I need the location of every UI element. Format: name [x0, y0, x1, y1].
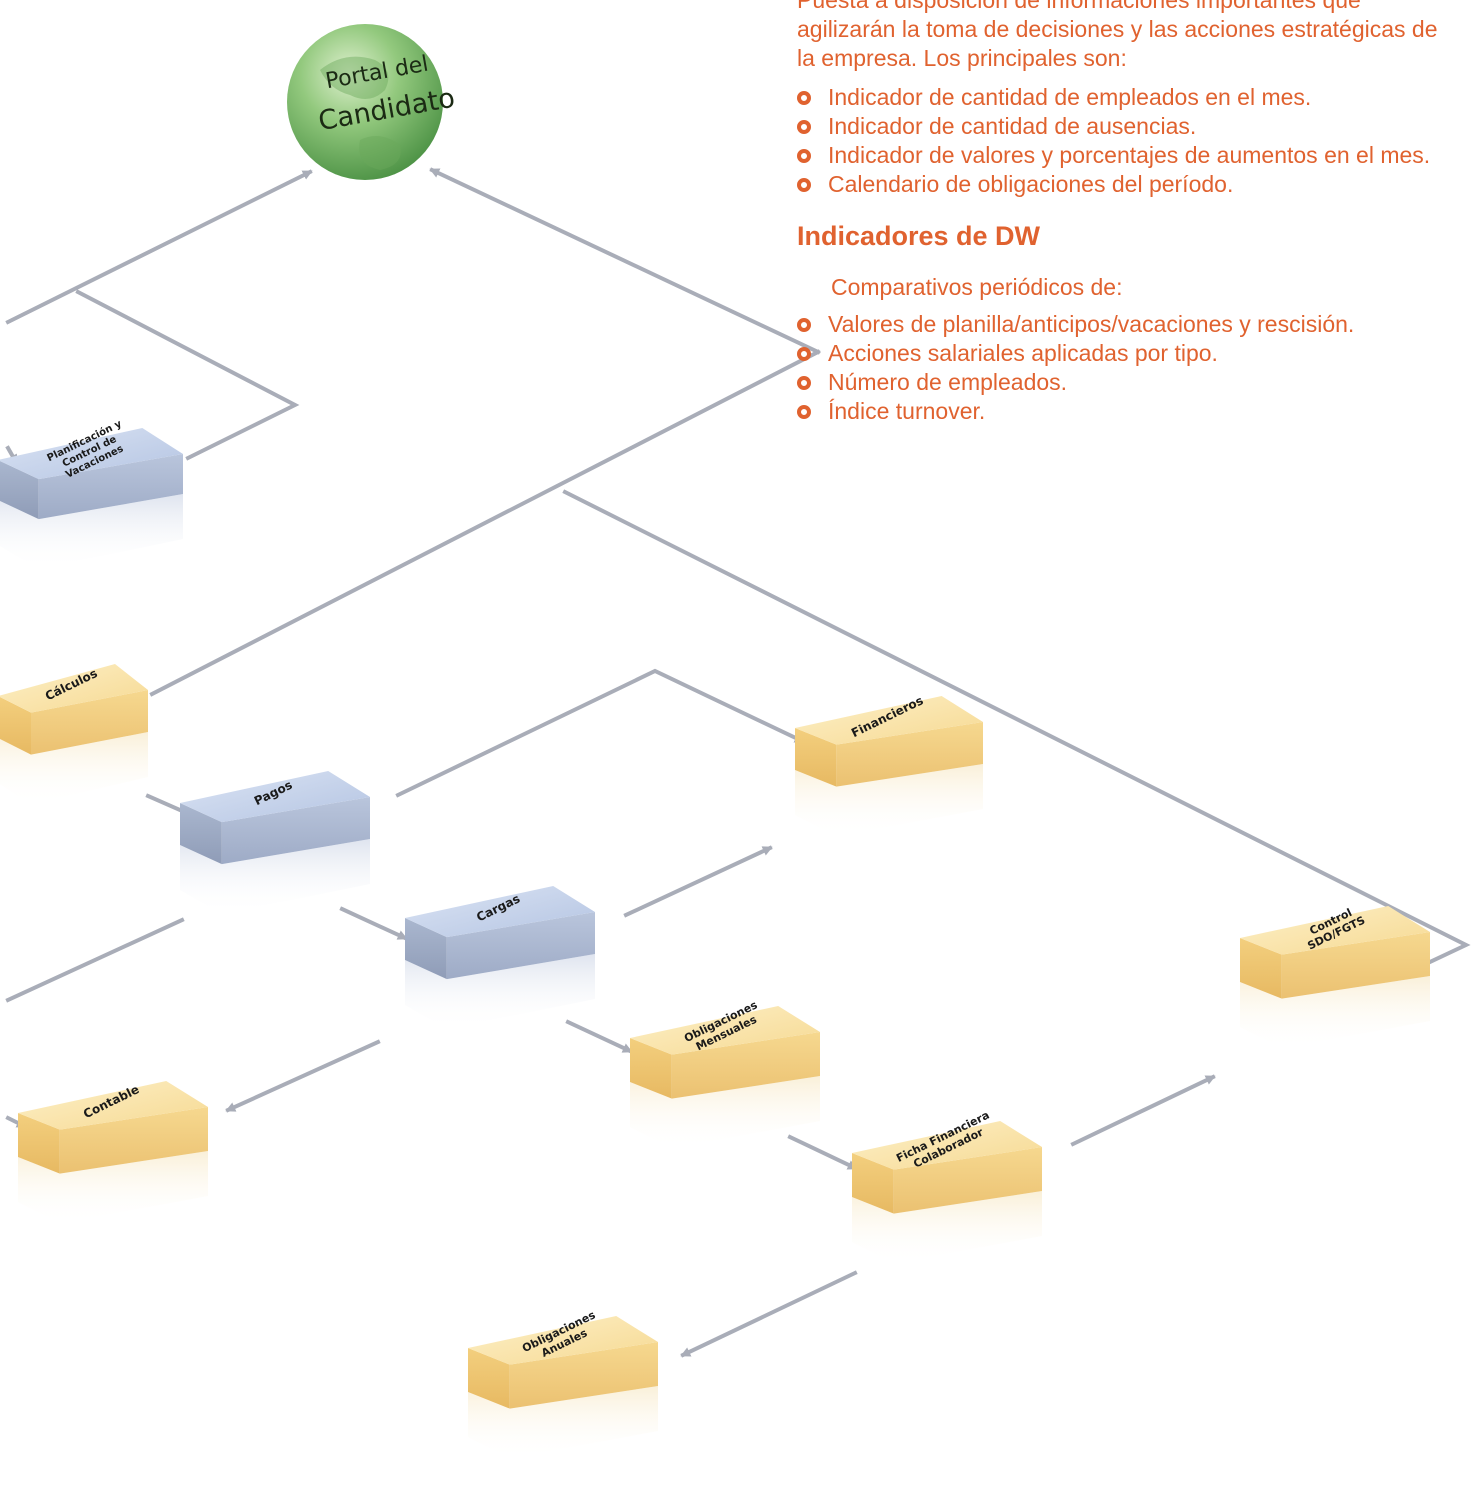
globe-continent [320, 56, 401, 170]
line-pagos-to-financieros [395, 668, 805, 798]
arrow-ficha-to-control [1070, 1074, 1216, 1147]
box-front-face [795, 728, 837, 787]
box-control-sdo[interactable]: ControlSDO/FGTS [1240, 902, 1430, 1049]
box-obligaciones-mensuales[interactable]: ObligacionesMensuales [630, 998, 820, 1149]
list-item: Calendario de obligaciones del período. [795, 170, 1455, 199]
sub-intro: Comparativos periódicos de: [831, 274, 1123, 300]
box-side-face [671, 1032, 820, 1099]
box-reflection [0, 732, 148, 805]
line-calculos-to-junction [149, 349, 821, 697]
arrow-to-portal-right [429, 167, 821, 355]
box-cargas[interactable]: Cargas [405, 886, 595, 1030]
box-side-face [509, 1342, 658, 1409]
box-front-face [405, 918, 447, 980]
process-boxes: Planificación yControl deVacacionesCálcu… [0, 418, 1430, 1459]
text-panel: Puesta a disposición de informaciones im… [795, 0, 1455, 426]
box-side-face [31, 690, 148, 755]
box-obligaciones-anuales[interactable]: ObligacionesAnuales [468, 1308, 658, 1459]
box-top-face [468, 1316, 658, 1365]
arrow-to-portal-left [5, 169, 313, 325]
box-front-face [0, 460, 39, 520]
intro-paragraph: Puesta a disposición de informaciones im… [797, 0, 1438, 71]
box-reflection [795, 764, 983, 837]
box-front-face [1240, 938, 1282, 999]
box-top-face [630, 1006, 820, 1055]
list-item: Número de empleados. [795, 368, 1455, 397]
box-side-face [221, 797, 370, 865]
box-top-face [795, 696, 983, 745]
connectors [5, 167, 1471, 1358]
box-top-face [180, 771, 370, 823]
line-junction-to-control [562, 489, 1471, 965]
box-side-face [893, 1147, 1042, 1214]
box-reflection [0, 494, 183, 570]
box-front-face [18, 1113, 60, 1174]
box-reflection [852, 1191, 1042, 1264]
arrow-cargas-to-obligaciones-mensuales [565, 1019, 633, 1054]
box-front-face [0, 697, 31, 755]
box-reflection [18, 1151, 208, 1224]
section-heading: Indicadores de DW [797, 221, 1041, 251]
box-front-face [852, 1153, 894, 1214]
box-top-face [1240, 906, 1430, 955]
box-top-face [0, 428, 183, 480]
box-ficha-financiera[interactable]: Ficha FinancieraColaborador [852, 1109, 1042, 1264]
box-side-face [59, 1107, 208, 1174]
main-indicators-list: Indicador de cantidad de empleados en el… [795, 83, 1455, 199]
box-calculos[interactable]: Cálculos [0, 664, 148, 805]
portal-globe[interactable]: Portal del Candidato [287, 24, 457, 180]
box-pagos[interactable]: Pagos [180, 771, 370, 915]
box-reflection [468, 1386, 658, 1459]
box-contable[interactable]: Contable [18, 1081, 208, 1224]
box-top-face [852, 1121, 1042, 1170]
box-vacaciones[interactable]: Planificación yControl deVacaciones [0, 418, 184, 570]
box-side-face [38, 454, 184, 520]
box-front-face [468, 1348, 510, 1409]
box-top-face [405, 886, 595, 938]
box-side-face [1281, 932, 1430, 999]
box-reflection [630, 1076, 820, 1149]
list-item: Indicador de cantidad de ausencias. [795, 112, 1455, 141]
list-item: Indicador de cantidad de empleados en el… [795, 83, 1455, 112]
box-top-face [18, 1081, 208, 1130]
arrow-obligaciones-to-ficha [787, 1134, 858, 1171]
box-financieros[interactable]: Financieros [795, 693, 983, 837]
list-item: Índice turnover. [795, 397, 1455, 426]
list-item: Indicador de valores y porcentajes de au… [795, 141, 1455, 170]
globe-icon [287, 24, 443, 180]
dw-indicators-list: Valores de planilla/anticipos/vacaciones… [795, 310, 1455, 426]
box-reflection [405, 954, 595, 1030]
list-item: Acciones salariales aplicadas por tipo. [795, 339, 1455, 368]
box-front-face [630, 1038, 672, 1099]
arrow-cargas-to-contable [225, 1039, 381, 1113]
line-vacaciones-branch [75, 289, 300, 461]
box-front-face [180, 803, 222, 865]
arrow-cargas-to-financieros [623, 845, 773, 918]
box-reflection [180, 839, 370, 915]
line-pagos-to-left-edge [5, 917, 185, 1003]
box-side-face [836, 722, 983, 787]
box-side-face [446, 912, 595, 980]
arrow-ficha-to-obligaciones-anuales [680, 1270, 858, 1358]
arrow-pagos-to-cargas [339, 906, 408, 941]
box-reflection [1240, 976, 1430, 1049]
box-top-face [0, 664, 148, 713]
list-item: Valores de planilla/anticipos/vacaciones… [795, 310, 1455, 339]
